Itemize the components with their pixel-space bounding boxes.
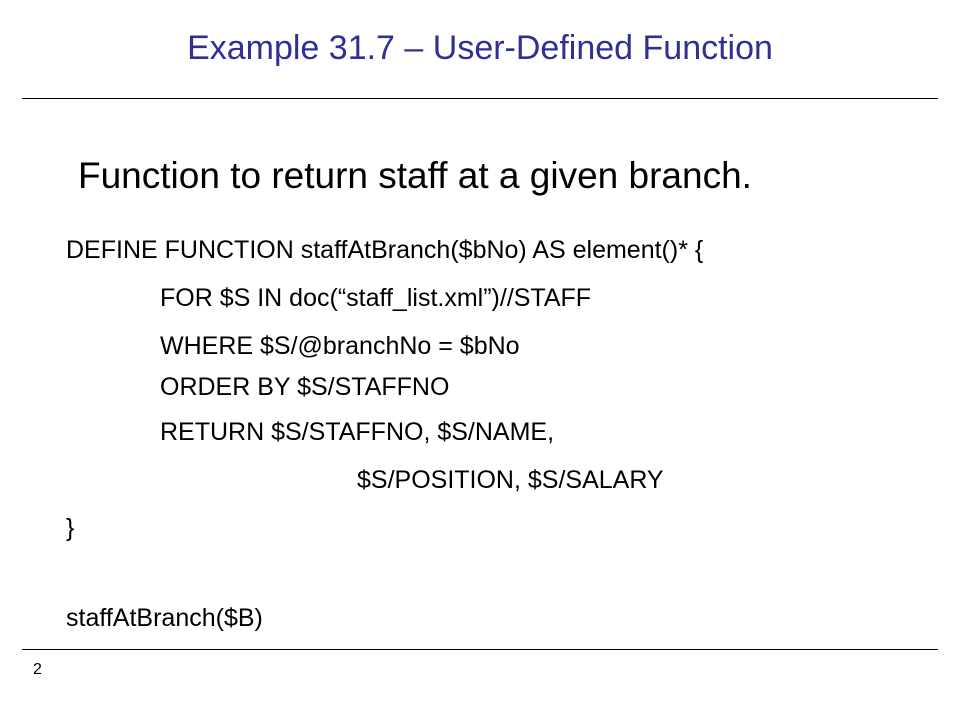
code-line-order-by: ORDER BY $S/STAFFNO — [160, 373, 450, 401]
title-divider — [22, 98, 938, 99]
footer-divider — [22, 649, 938, 650]
code-line-for: FOR $S IN doc(“staff_list.xml”)//STAFF — [160, 284, 592, 312]
slide-subtitle: Function to return staff at a given bran… — [78, 155, 752, 196]
code-line-where: WHERE $S/@branchNo = $bNo — [160, 332, 520, 360]
code-line-closing-brace: } — [66, 514, 75, 542]
page-number: 2 — [33, 661, 42, 678]
code-line-return: RETURN $S/STAFFNO, $S/NAME, — [160, 418, 555, 446]
code-line-define: DEFINE FUNCTION staffAtBranch($bNo) AS e… — [66, 236, 704, 264]
code-line-return-continued: $S/POSITION, $S/SALARY — [357, 466, 664, 494]
slide-title: Example 31.7 – User-Defined Function — [187, 29, 773, 67]
code-line-function-call: staffAtBranch($B) — [66, 604, 263, 632]
